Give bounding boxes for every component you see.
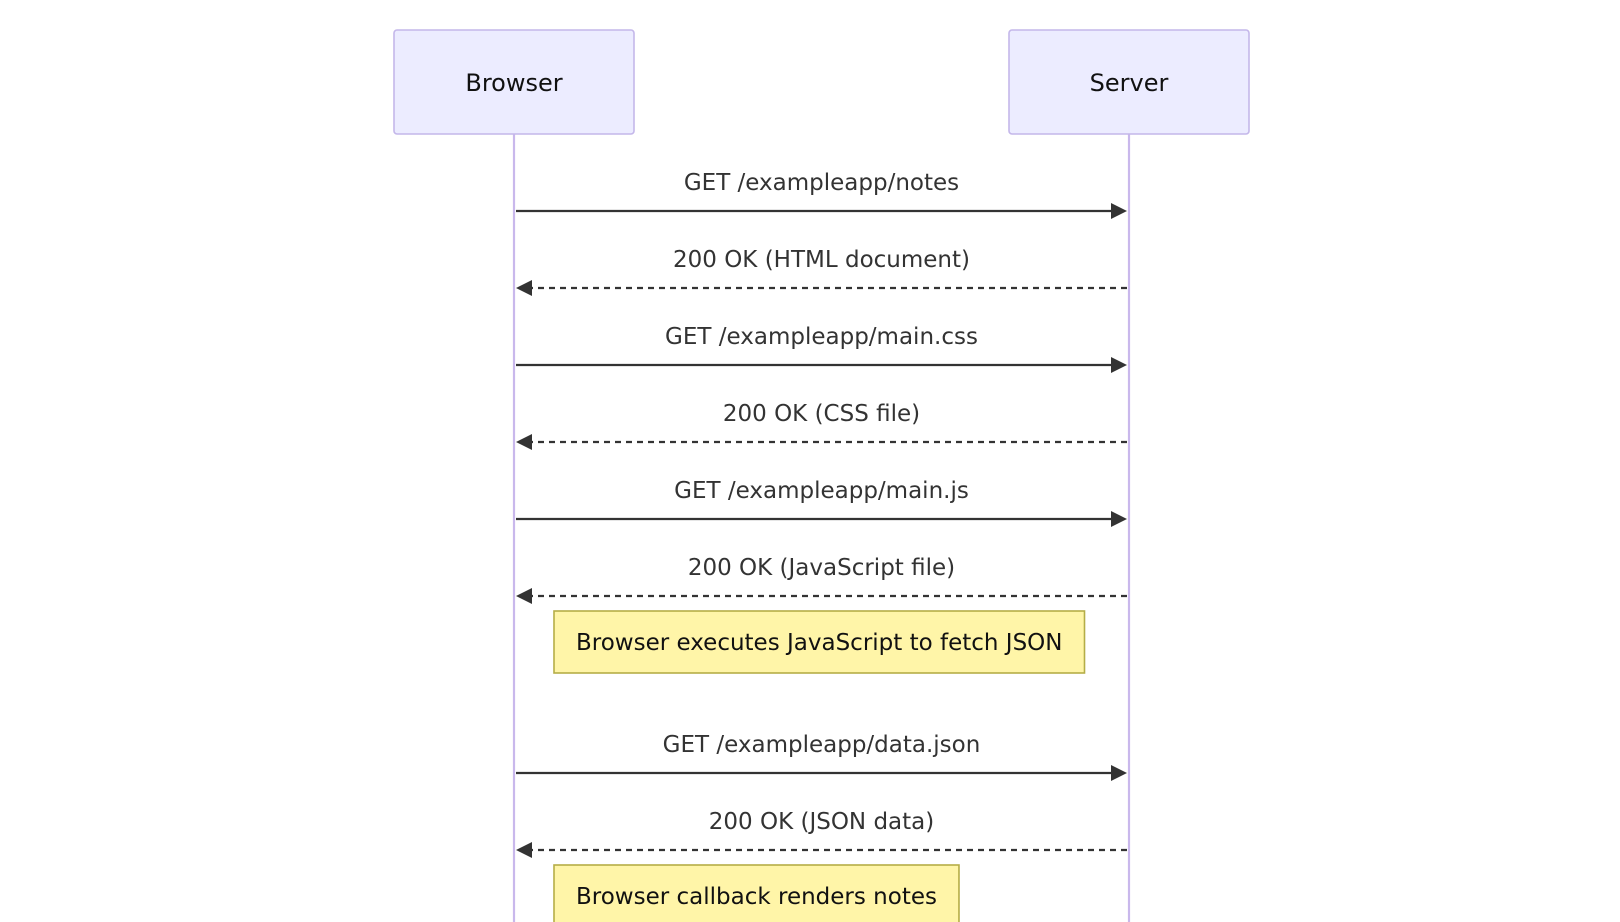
note-box — [553, 864, 960, 922]
note-text: Browser executes JavaScript to fetch JSO… — [576, 630, 1063, 656]
message-arrowhead — [1111, 511, 1127, 527]
participant-box-browser — [393, 29, 635, 135]
message-label: 200 OK (HTML document) — [673, 247, 970, 273]
participant-box-server — [1008, 29, 1250, 135]
message-arrowhead — [516, 842, 532, 858]
note-text: Browser callback renders notes — [576, 884, 937, 910]
participant-label-server: Server — [1090, 69, 1169, 97]
participant-label-browser: Browser — [465, 69, 562, 97]
message-label: 200 OK (JSON data) — [709, 809, 934, 835]
message-label: GET /exampleapp/data.json — [663, 732, 981, 758]
message-arrowhead — [1111, 765, 1127, 781]
message-arrowhead — [516, 434, 532, 450]
message-label: GET /exampleapp/main.js — [674, 478, 969, 504]
message-label: GET /exampleapp/notes — [684, 170, 959, 196]
message-arrowhead — [1111, 357, 1127, 373]
message-arrowhead — [516, 280, 532, 296]
message-label: 200 OK (JavaScript file) — [688, 555, 955, 581]
message-label: GET /exampleapp/main.css — [665, 324, 978, 350]
note-box — [553, 610, 1086, 674]
message-arrowhead — [516, 588, 532, 604]
message-label: 200 OK (CSS file) — [723, 401, 920, 427]
message-arrowhead — [1111, 203, 1127, 219]
